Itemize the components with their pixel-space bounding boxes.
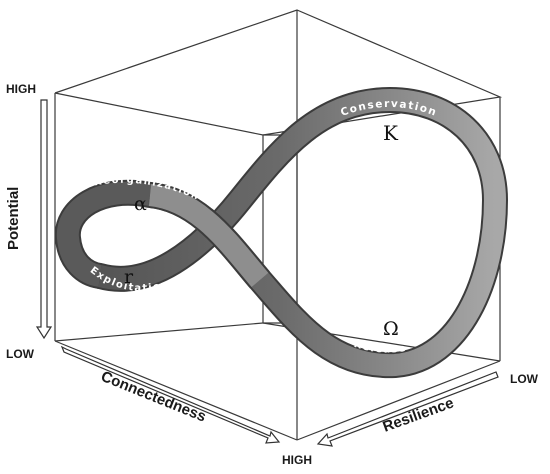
omega-symbol: Ω: [383, 318, 399, 340]
resilience-low-label: LOW: [510, 372, 539, 386]
resilience-axis-title: Resilience: [381, 394, 457, 435]
alpha-symbol: α: [134, 193, 147, 215]
potential-high-label: HIGH: [6, 82, 36, 96]
r-symbol: r: [124, 266, 134, 288]
potential-arrow: [35, 99, 53, 340]
cube-frame: [54, 9, 503, 441]
connectedness-high-label: HIGH: [282, 453, 312, 467]
k-symbol: K: [383, 121, 399, 145]
potential-low-label: LOW: [6, 347, 35, 361]
connectedness-arrow: [60, 345, 281, 444]
potential-axis-title: Potential: [5, 187, 22, 250]
resilience-arrow: [316, 371, 499, 447]
adaptive-cycle-band: [54, 86, 509, 379]
